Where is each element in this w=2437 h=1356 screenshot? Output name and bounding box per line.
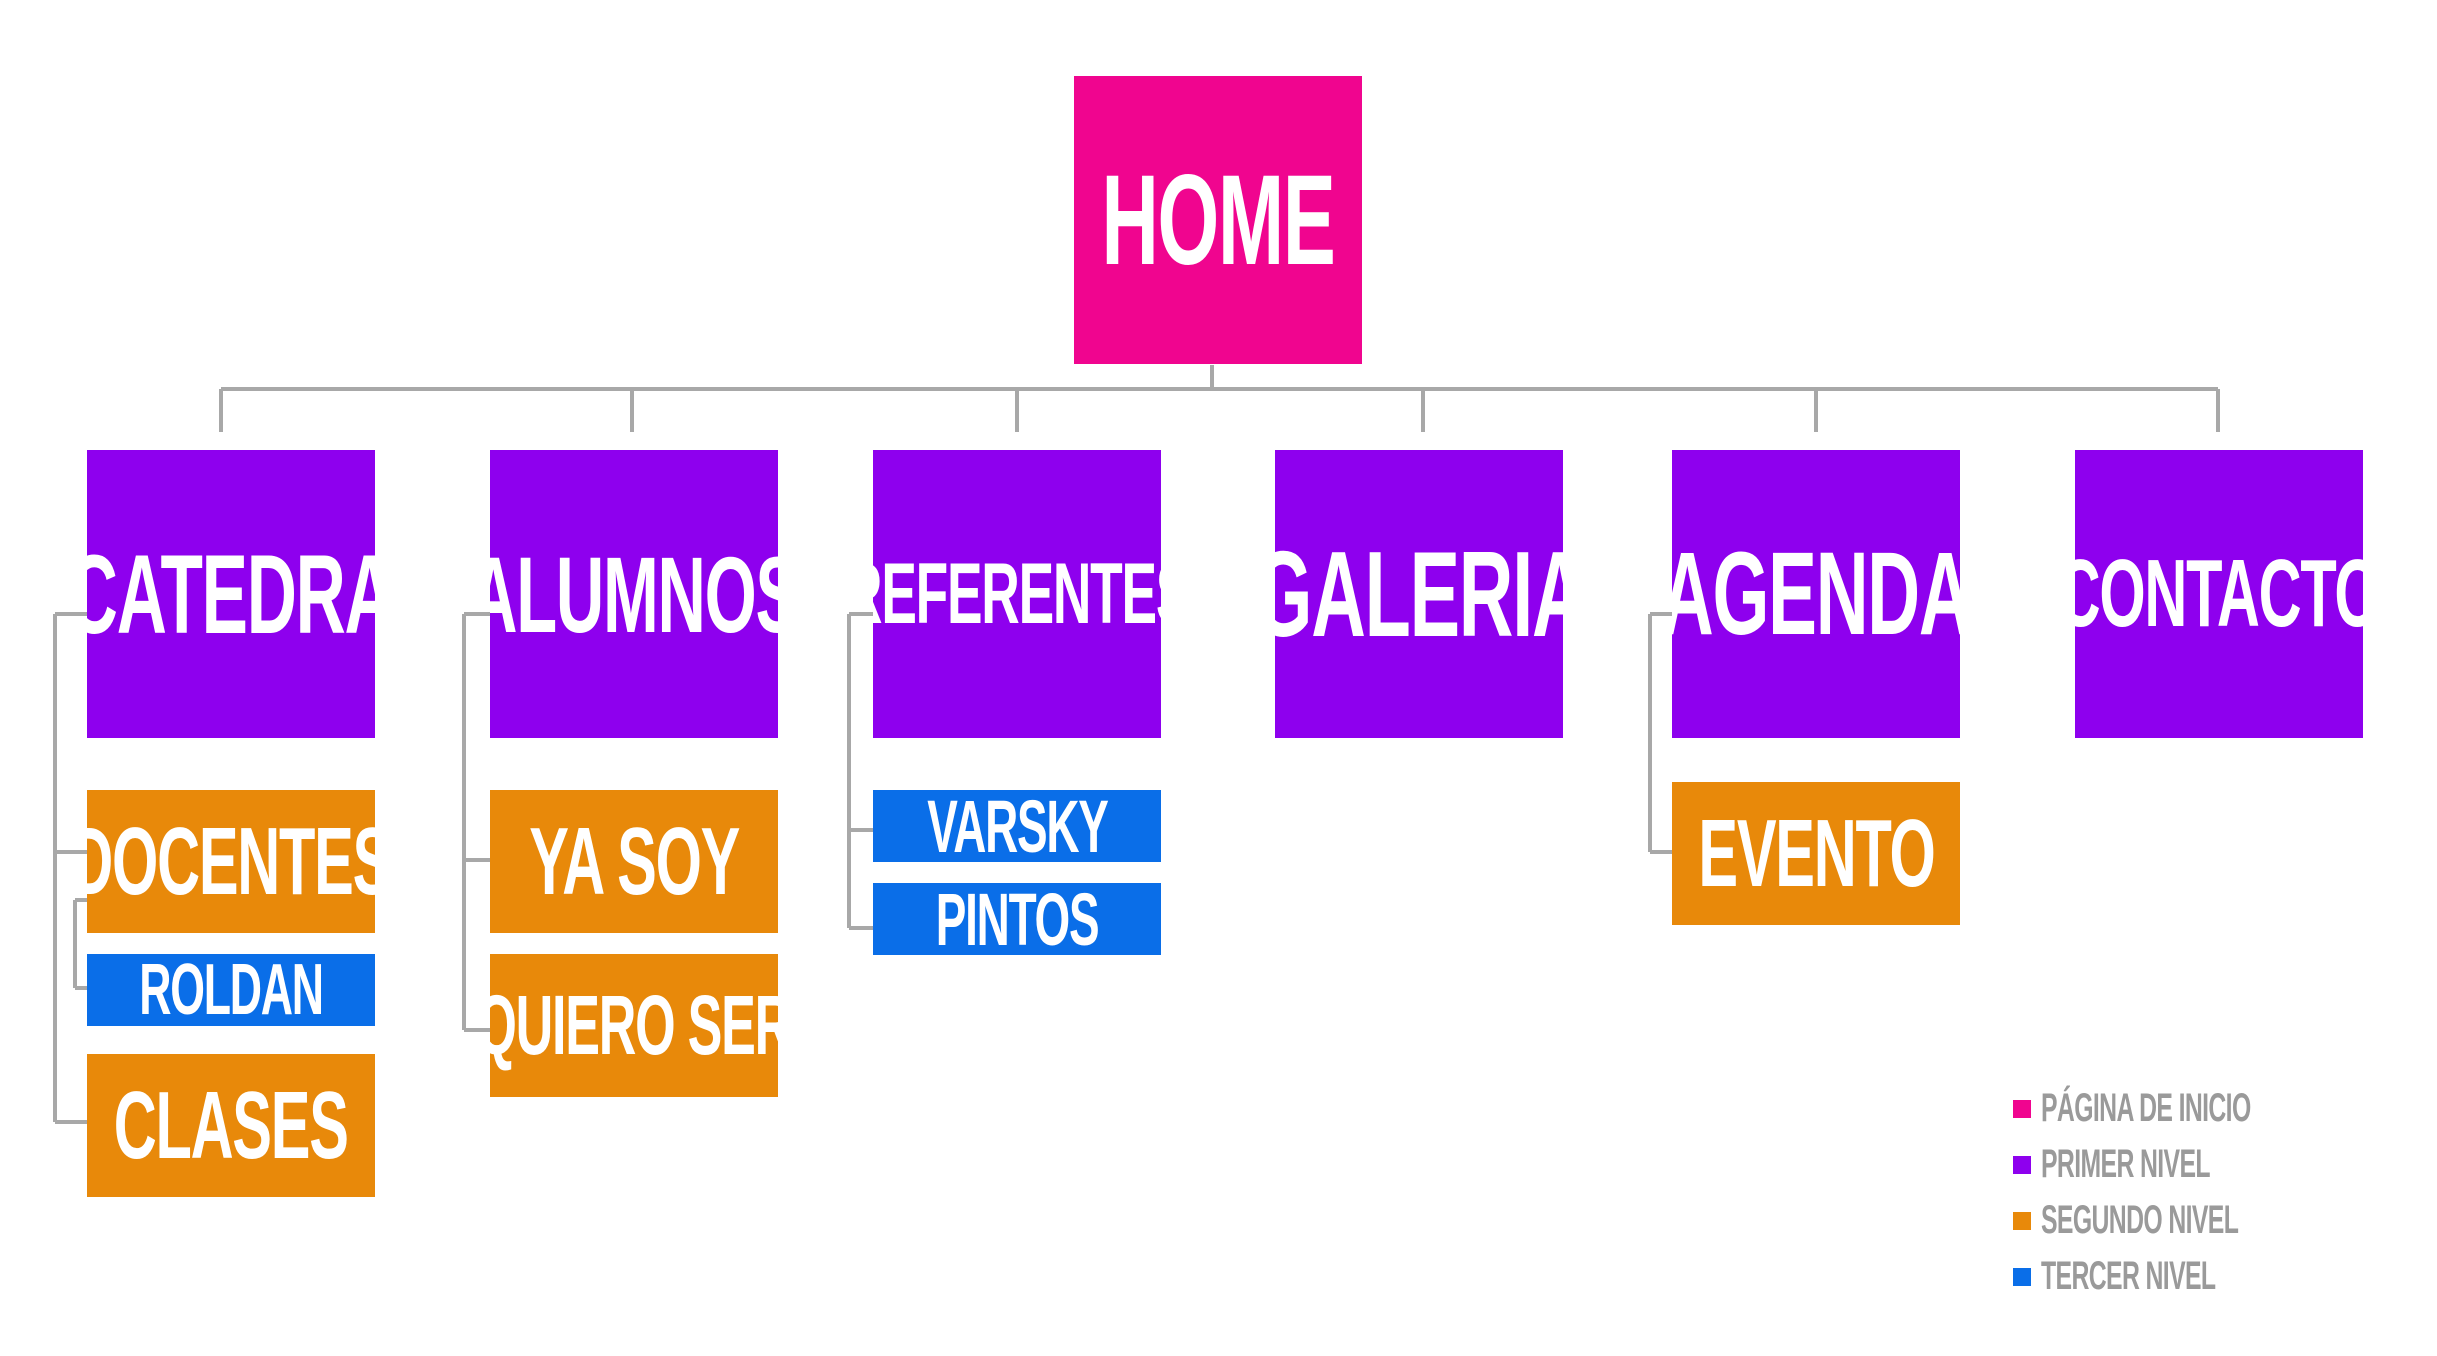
clases-label: CLASES [114,1071,349,1179]
roldan-label: ROLDAN [139,954,324,1026]
legend-item-level2: SEGUNDO NIVEL [2013,1198,2359,1243]
galeria-label: GALERIA [1275,526,1563,662]
legend-label-level1: PRIMER NIVEL [2041,1142,2211,1186]
alumnos-node: ALUMNOS [490,450,778,738]
legend-item-home: PÁGINA DE INICIO [2013,1086,2379,1131]
ya-soy-label: YA SOY [529,807,740,915]
legend-swatch-home [2013,1099,2031,1118]
quiero-ser-node: QUIERO SER [490,954,778,1097]
catedra-label: CATEDRA [87,531,375,657]
legend-swatch-level1 [2013,1155,2031,1174]
referentes-node: REFERENTES [873,450,1161,738]
legend-label-level2: SEGUNDO NIVEL [2041,1198,2239,1242]
varsky-node: VARSKY [873,790,1161,862]
pintos-node: PINTOS [873,883,1161,955]
contacto-label: CONTACTO [2075,540,2363,647]
legend-swatch-level3 [2013,1267,2031,1286]
evento-label: EVENTO [1697,799,1935,907]
legend-label-level3: TERCER NIVEL [2041,1254,2216,1298]
home-label: HOME [1101,148,1335,292]
legend-item-level3: TERCER NIVEL [2013,1254,2322,1299]
home-node: HOME [1074,76,1362,364]
legend-swatch-level2 [2013,1211,2031,1230]
legend-label-home: PÁGINA DE INICIO [2041,1086,2251,1130]
quiero-ser-label: QUIERO SER [490,978,778,1072]
varsky-label: VARSKY [926,790,1109,862]
contacto-node: CONTACTO [2075,450,2363,738]
roldan-node: ROLDAN [87,954,375,1026]
referentes-label: REFERENTES [873,545,1161,642]
catedra-node: CATEDRA [87,450,375,738]
galeria-node: GALERIA [1275,450,1563,738]
legend-item-level1: PRIMER NIVEL [2013,1142,2313,1187]
pintos-label: PINTOS [935,883,1100,955]
ya-soy-node: YA SOY [490,790,778,933]
alumnos-label: ALUMNOS [490,533,778,655]
agenda-label: AGENDA [1672,528,1960,660]
docentes-label: DOCENTES [87,807,375,915]
evento-node: EVENTO [1672,782,1960,925]
agenda-node: AGENDA [1672,450,1960,738]
clases-node: CLASES [87,1054,375,1197]
docentes-node: DOCENTES [87,790,375,933]
